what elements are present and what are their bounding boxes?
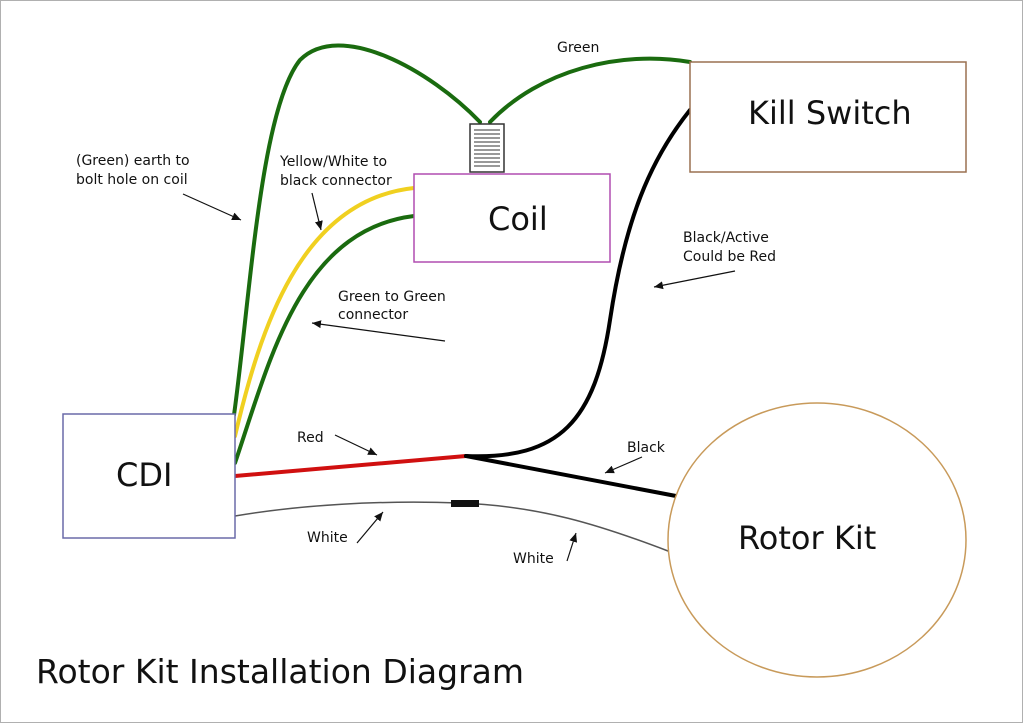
label-yellow-line2: black connector — [280, 173, 392, 189]
label-green-connector-line2: connector — [338, 307, 408, 323]
arrow-black — [604, 456, 643, 474]
label-black-active-line1: Black/Active — [683, 230, 769, 246]
coil-label: Coil — [488, 200, 548, 238]
white-wire — [234, 501, 669, 552]
cdi-box — [62, 413, 236, 539]
arrow-black-active — [653, 270, 736, 290]
rotor-kit-circle — [667, 402, 967, 678]
cdi-label: CDI — [116, 456, 172, 494]
arrow-yellow — [311, 192, 323, 231]
green-connector-wire — [233, 214, 416, 465]
arrow-white-left — [356, 511, 384, 544]
coil-connector — [469, 123, 505, 173]
label-green-top: Green — [557, 40, 599, 56]
kill-switch-box — [689, 61, 967, 173]
green-earth-wire — [232, 43, 482, 417]
label-earth-line2: bolt hole on coil — [76, 172, 188, 188]
arrow-red — [334, 434, 378, 456]
label-white-left: White — [307, 530, 348, 546]
arrow-earth — [182, 193, 242, 221]
rotor-kit-label: Rotor Kit — [738, 519, 876, 557]
black-active-wire — [464, 108, 692, 459]
label-yellow-line1: Yellow/White to — [279, 154, 387, 170]
green-killswitch-wire — [488, 56, 692, 124]
white-wire-connector — [451, 500, 479, 507]
black-rotor-wire — [464, 454, 678, 498]
label-green-connector-line1: Green to Green — [338, 289, 446, 305]
label-earth-line1: (Green) earth to — [76, 153, 190, 169]
arrow-green-connector — [311, 320, 446, 342]
label-white-right: White — [513, 551, 554, 567]
arrow-white-right — [566, 532, 578, 562]
label-black: Black — [627, 440, 666, 456]
coil-box — [413, 173, 611, 263]
kill-switch-label: Kill Switch — [748, 94, 912, 132]
red-wire — [233, 454, 468, 478]
diagram-title: Rotor Kit Installation Diagram — [36, 652, 524, 691]
yellow-white-wire — [233, 186, 416, 438]
label-red: Red — [297, 430, 324, 446]
label-black-active-line2: Could be Red — [683, 249, 776, 265]
